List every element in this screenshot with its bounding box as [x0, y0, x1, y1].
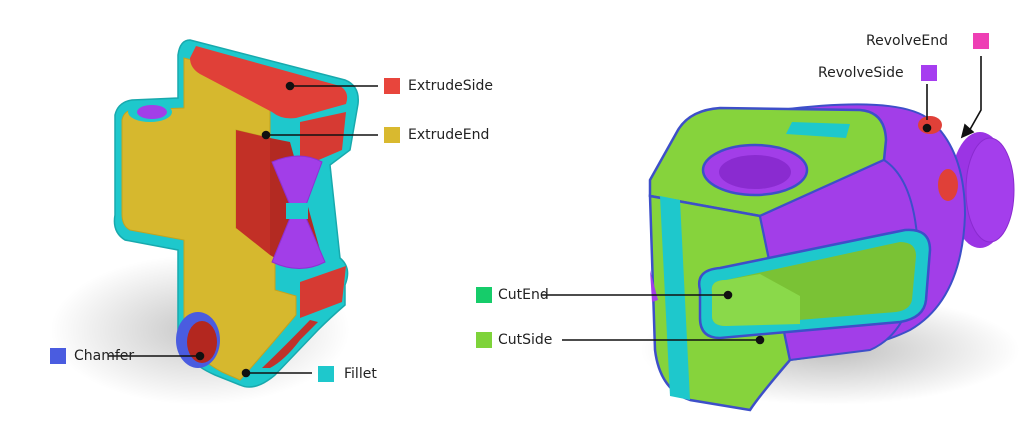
label-cut-end: CutEnd: [498, 287, 549, 303]
swatch-cut-side: [476, 332, 492, 348]
swatch-extrude-side: [384, 78, 400, 94]
extrude-side-right-face: [300, 112, 346, 168]
right-top-stripe: [786, 122, 850, 138]
extrude-side-top-face: [190, 46, 348, 119]
extrude-side-lower-face: [300, 266, 346, 318]
leader-dot-extrude-end: [261, 130, 271, 140]
label-extrude-end: ExtrudeEnd: [408, 127, 490, 143]
right-top-hole-inner: [719, 155, 791, 189]
cut-end-face-highlight: [711, 274, 800, 326]
right-cylindrical-part: [640, 103, 1020, 412]
swatch-cut-end: [476, 287, 492, 303]
leader-dot-cut-end: [723, 290, 733, 300]
leader-dot-fillet: [241, 368, 251, 378]
swatch-extrude-end: [384, 127, 400, 143]
label-chamfer: Chamfer: [74, 348, 135, 364]
arrowhead-revolve-end: [960, 123, 975, 139]
leader-lines: [108, 56, 982, 378]
swatch-revolve-side: [921, 65, 937, 81]
label-cut-side: CutSide: [498, 332, 553, 348]
leader-dot-revolve-side: [922, 123, 932, 133]
swatch-revolve-end: [973, 33, 989, 49]
left-pin-fillet-ring: [286, 203, 308, 219]
chamfer-hole-bore: [187, 321, 217, 363]
revolve-end-face: [965, 137, 1015, 243]
left-top-hole-inner: [137, 105, 167, 119]
left-slot-inner-wall: [236, 130, 270, 255]
label-revolve-side: RevolveSide: [818, 65, 904, 81]
label-extrude-side: ExtrudeSide: [408, 78, 494, 94]
leader-dot-chamfer: [195, 351, 205, 361]
leader-dot-cut-side: [755, 335, 765, 345]
right-left-notch: [650, 270, 658, 302]
swatch-chamfer: [50, 348, 66, 364]
label-revolve-end: RevolveEnd: [866, 33, 948, 49]
left-extruded-part: [50, 39, 359, 405]
leader-revolve-end: [967, 56, 982, 134]
swatch-fillet: [318, 366, 334, 382]
extrude-side-bottom-face: [262, 320, 318, 368]
right-red-bump-side: [938, 169, 958, 201]
right-front-fillet-edge: [660, 196, 690, 400]
label-fillet: Fillet: [344, 366, 377, 382]
leader-dot-extrude-side: [285, 81, 295, 91]
